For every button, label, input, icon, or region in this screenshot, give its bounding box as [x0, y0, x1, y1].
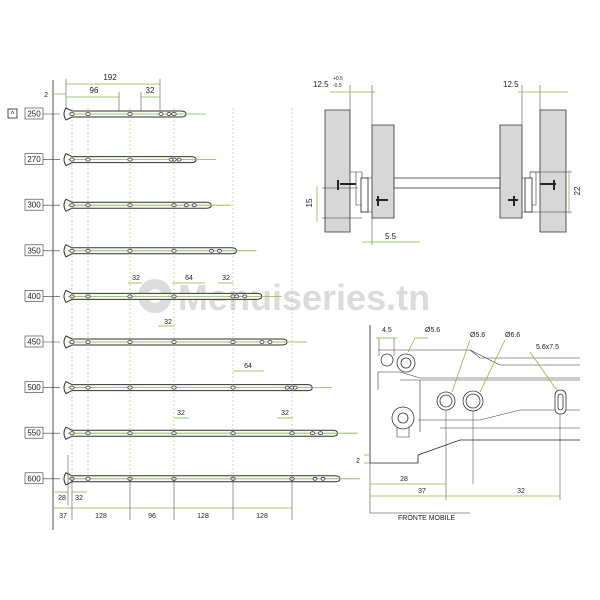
bottom-dim-3: 96	[148, 513, 156, 520]
hole-small	[380, 353, 394, 367]
row500-dim: 64	[244, 363, 252, 370]
start-dim-1: 28	[58, 495, 66, 502]
row400-dim-1: 32	[132, 275, 140, 282]
right-top-dim: 12.5	[503, 80, 519, 89]
detail-bottom-dim-3: 32	[517, 488, 525, 495]
left-view: 192 96 32 2 ^ 250 270 300 350 400 450 500 550 60…	[7, 73, 360, 530]
dim-offset-label: 2	[44, 92, 48, 99]
rail-350: 350	[24, 244, 257, 258]
rail-list: 250 270 300 350 400 450 500 550 600	[24, 107, 360, 486]
svg-text:^: ^	[11, 110, 15, 119]
cross-section-view: 12.5 +0.5 -0.5 12.5 15 22 5.5	[305, 76, 582, 245]
top-dimensions: 192 96 32 2	[44, 73, 161, 112]
detail-dim-3: Ø5.6	[470, 332, 485, 339]
tolerance-minus: -0.5	[333, 83, 342, 89]
start-dim-2: 32	[75, 495, 83, 502]
start-dimensions: 28 32	[55, 455, 87, 505]
rail-250: 250	[24, 107, 206, 121]
rail-550: 550	[24, 426, 358, 440]
detail-left-dim: 2	[356, 458, 360, 465]
detail-outline	[369, 325, 580, 464]
right-drawer-side	[499, 124, 523, 219]
detail-dim-2: Ø5.6	[425, 327, 440, 334]
left-top-dim: 12.5	[313, 80, 329, 89]
bottom-dim-4: 128	[197, 513, 209, 520]
rail-length-label: 550	[27, 429, 41, 438]
rail-length-label: 400	[27, 292, 41, 301]
detail-dim-5: 5.6x7.5	[536, 344, 559, 351]
rail-600: 600	[24, 472, 360, 486]
bottom-dim-5: 128	[256, 513, 268, 520]
bottom-dim-2: 128	[95, 513, 107, 520]
rail-500: 500	[24, 380, 333, 395]
bottom-dimensions: 37 128 96 128 128	[53, 478, 293, 520]
row400-dim-2: 64	[185, 275, 193, 282]
up-arrow-icon	[7, 108, 18, 119]
left-side-dim: 15	[305, 198, 314, 207]
rail-length-label: 270	[27, 155, 41, 164]
detail-holes	[380, 353, 567, 438]
left-screw-icon	[337, 180, 356, 190]
detail-bottom-dim-2: 37	[418, 488, 426, 495]
right-cabinet-wall	[539, 109, 567, 233]
row450-dim: 32	[164, 319, 172, 326]
left-cabinet-wall	[324, 109, 351, 233]
rail-length-label: 350	[27, 246, 41, 255]
bottom-dim-1: 37	[59, 513, 67, 520]
rail-400: 400	[24, 289, 282, 304]
dim-overall-label: 192	[103, 73, 117, 82]
detail-dim-4: Ø6.6	[505, 332, 520, 339]
right-side-dim: 22	[573, 186, 582, 195]
fronte-mobile-label: FRONTE MOBILE	[398, 515, 456, 522]
rail-300: 300	[24, 198, 232, 212]
rail-450: 450	[24, 335, 307, 349]
right-screw-icon	[540, 180, 556, 190]
rail-length-label: 500	[27, 383, 41, 392]
detail-view: 4.5 Ø5.6 Ø5.6 Ø6.6 5.6x7.5 2 28 37 32 FR…	[356, 325, 580, 522]
rail-length-label: 600	[27, 474, 41, 483]
rail-length-label: 250	[27, 110, 41, 119]
tolerance-plus: +0.5	[333, 76, 343, 82]
dim-first-label: 96	[90, 86, 99, 95]
rail-length-label: 450	[27, 338, 41, 347]
left-drawer-side	[371, 124, 395, 219]
drawer-bottom-panel	[393, 177, 501, 189]
rail-270: 270	[24, 152, 217, 167]
row-dimensions: 32 64 32 32 64 32 32	[128, 275, 293, 419]
detail-dim-1: 4.5	[382, 327, 392, 334]
row550-dim-1: 32	[177, 410, 185, 417]
row400-dim-3: 32	[222, 275, 230, 282]
row550-dim-2: 32	[281, 410, 289, 417]
rail-length-label: 300	[27, 201, 41, 210]
detail-bottom-dim-1: 28	[400, 476, 408, 483]
dim-second-label: 32	[146, 86, 155, 95]
bottom-dim: 5.5	[385, 232, 397, 241]
